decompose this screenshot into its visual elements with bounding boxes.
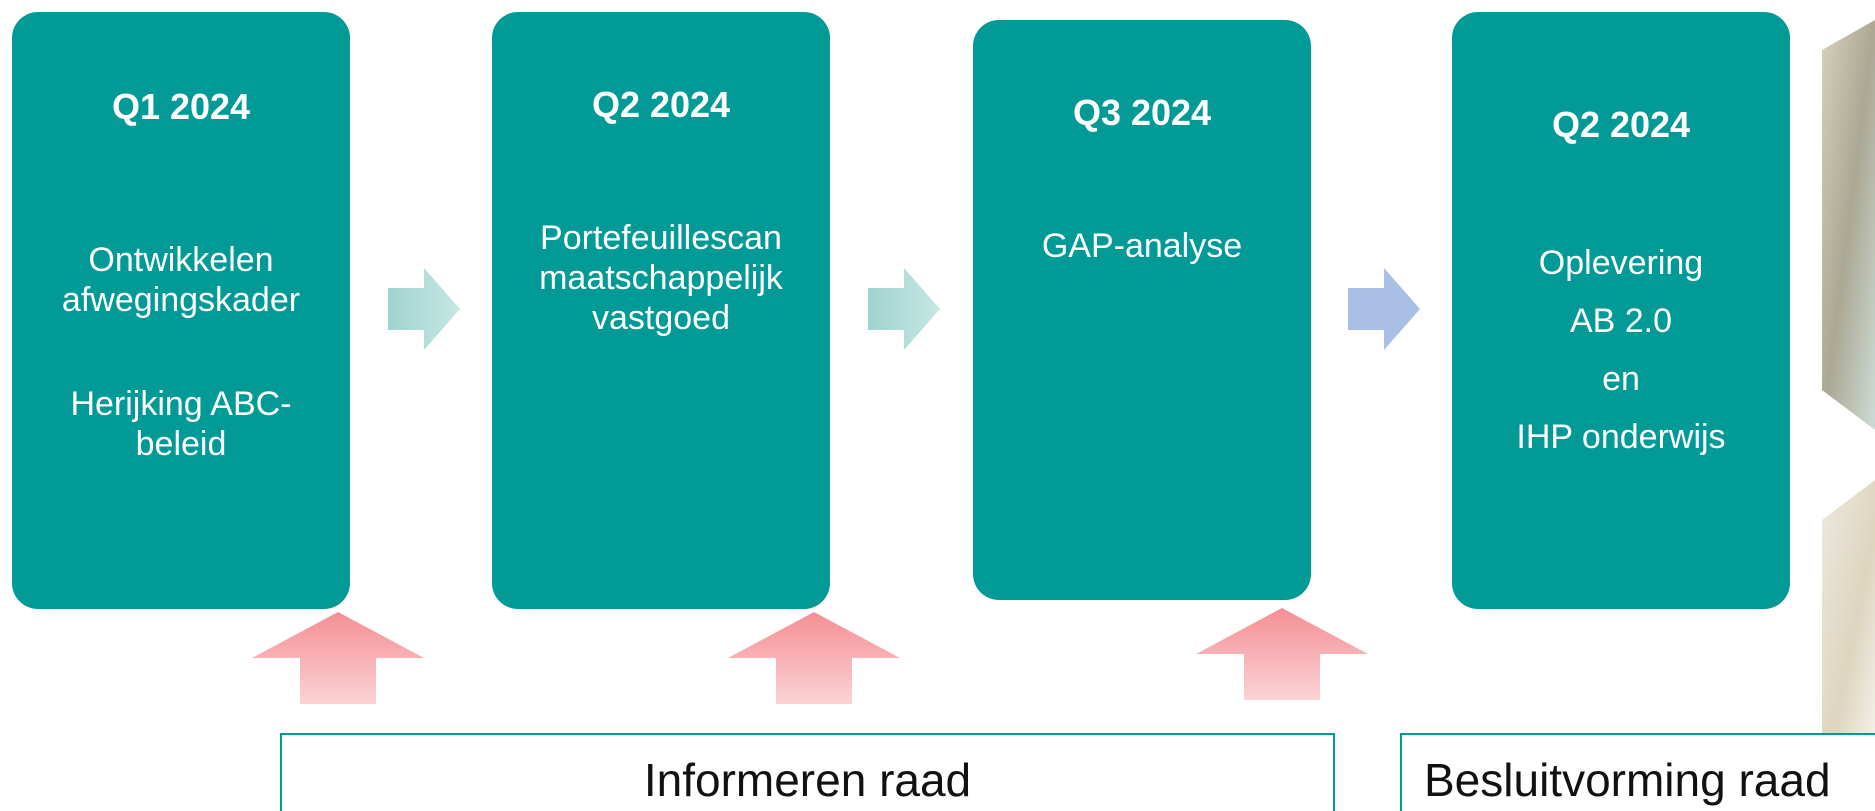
card-line: en [1602, 360, 1640, 398]
card-line: GAP-analyse [1041, 227, 1243, 265]
photo-bottom [1822, 480, 1875, 740]
card-line: Ontwikkelen [88, 241, 274, 279]
arrow-up-2 [728, 612, 900, 704]
card-line: Oplevering [1538, 244, 1704, 282]
card-line: Herijking ABC- [70, 385, 292, 423]
card-quarter: Q2 2024 [1551, 104, 1691, 145]
arrow-right-3 [1348, 268, 1420, 350]
decorative-photo-strip [1822, 20, 1875, 740]
arrow-right-1 [388, 268, 460, 350]
card-line: vastgoed [592, 299, 730, 337]
timeline-card-q3-2024: Q3 2024 GAP-analyse [973, 20, 1311, 600]
timeline-card-q1-2024: Q1 2024 Ontwikkelen afwegingskader Herij… [12, 12, 350, 609]
timeline-card-q2-2024-delivery: Q2 2024 Oplevering AB 2.0 en IHP onderwi… [1452, 12, 1790, 609]
card-line: beleid [135, 425, 227, 463]
card-line: AB 2.0 [1569, 302, 1673, 340]
card-line: IHP onderwijs [1516, 418, 1726, 456]
label-box-besluitvorming: Besluitvorming raad [1400, 733, 1875, 811]
card-line: Portefeuillescan [540, 219, 782, 257]
timeline-card-q2-2024: Q2 2024 Portefeuillescan maatschappelijk… [492, 12, 830, 609]
arrow-up-1 [252, 612, 424, 704]
label-box-informeren: Informeren raad [280, 733, 1335, 811]
card-quarter: Q3 2024 [1072, 92, 1212, 133]
card-quarter: Q2 2024 [591, 84, 731, 125]
informeren-raad-label: Informeren raad [643, 754, 972, 806]
besluitvorming-raad-label: Besluitvorming raad [1424, 754, 1831, 806]
card-line: maatschappelijk [539, 259, 783, 297]
photo-top [1822, 20, 1875, 430]
card-quarter: Q1 2024 [111, 86, 251, 127]
card-line: afwegingskader [61, 281, 301, 319]
arrow-right-2 [868, 268, 940, 350]
arrow-up-3 [1196, 608, 1368, 700]
